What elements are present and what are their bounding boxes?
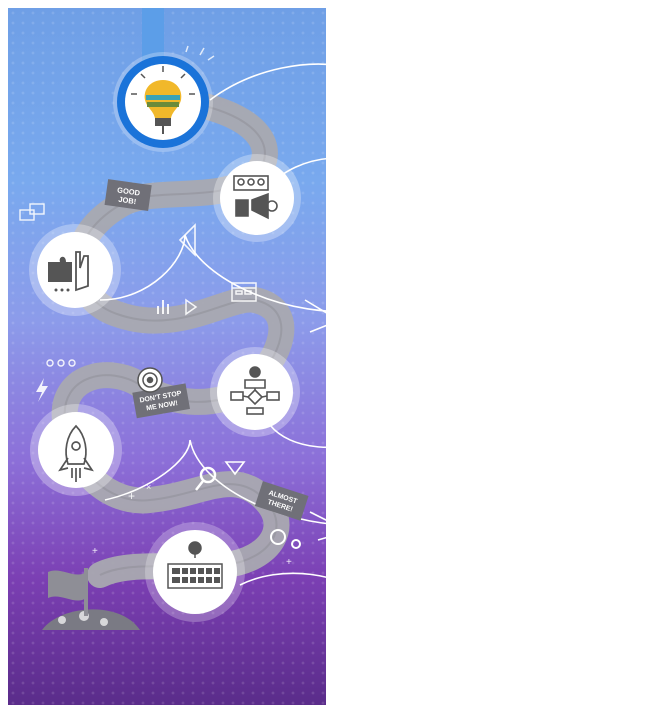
step-1 [113, 45, 215, 152]
arrow-1-head [349, 61, 364, 81]
chat-bubbles-icon [19, 203, 45, 221]
rocket-icon [58, 424, 94, 482]
arrow-2-head [394, 169, 409, 187]
arrow-3-head [304, 299, 366, 333]
target-icon [137, 367, 163, 393]
step-4 [210, 347, 300, 437]
arrow-1 [209, 63, 361, 101]
arrow-5 [104, 439, 371, 527]
flag-icon [48, 570, 86, 601]
step-3 [29, 224, 121, 316]
sparkle-icons: + × + + [92, 482, 292, 568]
team-megaphone-icon [233, 175, 278, 220]
step-2 [213, 154, 301, 242]
badge-good-job-line1: GOOD [117, 185, 142, 197]
back-arrow [178, 223, 196, 257]
calendar-icon [231, 282, 257, 302]
badge-almost-there: ALMOST THERE! [254, 481, 309, 521]
step-6 [145, 522, 245, 622]
badge-good-job-line2: JOB! [118, 195, 137, 206]
arrow-3 [99, 234, 366, 313]
gears-icon [270, 529, 301, 549]
lightbulb-icon [131, 66, 195, 134]
svg-text:+: + [286, 557, 292, 568]
svg-text:+: + [95, 432, 101, 443]
goal-flag [42, 568, 140, 630]
svg-text:×: × [146, 482, 151, 492]
badge-good-job: GOOD JOB! [104, 179, 152, 211]
svg-text:+: + [128, 489, 135, 503]
svg-text:+: + [92, 546, 98, 557]
arrow-6 [239, 572, 386, 606]
search-icon [195, 466, 217, 491]
puzzle-hand-icon [48, 251, 89, 292]
svg-text:+: + [52, 432, 58, 443]
play-icon [185, 298, 198, 316]
connector-arrows [99, 61, 409, 613]
arrow-5-head [309, 511, 371, 541]
arrow-6-head [374, 597, 389, 613]
keyboard-idea-icon [167, 541, 223, 589]
bar-chart-icon [157, 300, 169, 314]
arrow-4-head [376, 427, 390, 444]
flowchart-icon [230, 366, 280, 415]
triangle-icon [224, 461, 246, 476]
lightning-icon [36, 378, 48, 402]
step-5: ++ [30, 404, 122, 496]
ellipsis-dots [46, 359, 76, 367]
arrow-4 [269, 424, 386, 449]
